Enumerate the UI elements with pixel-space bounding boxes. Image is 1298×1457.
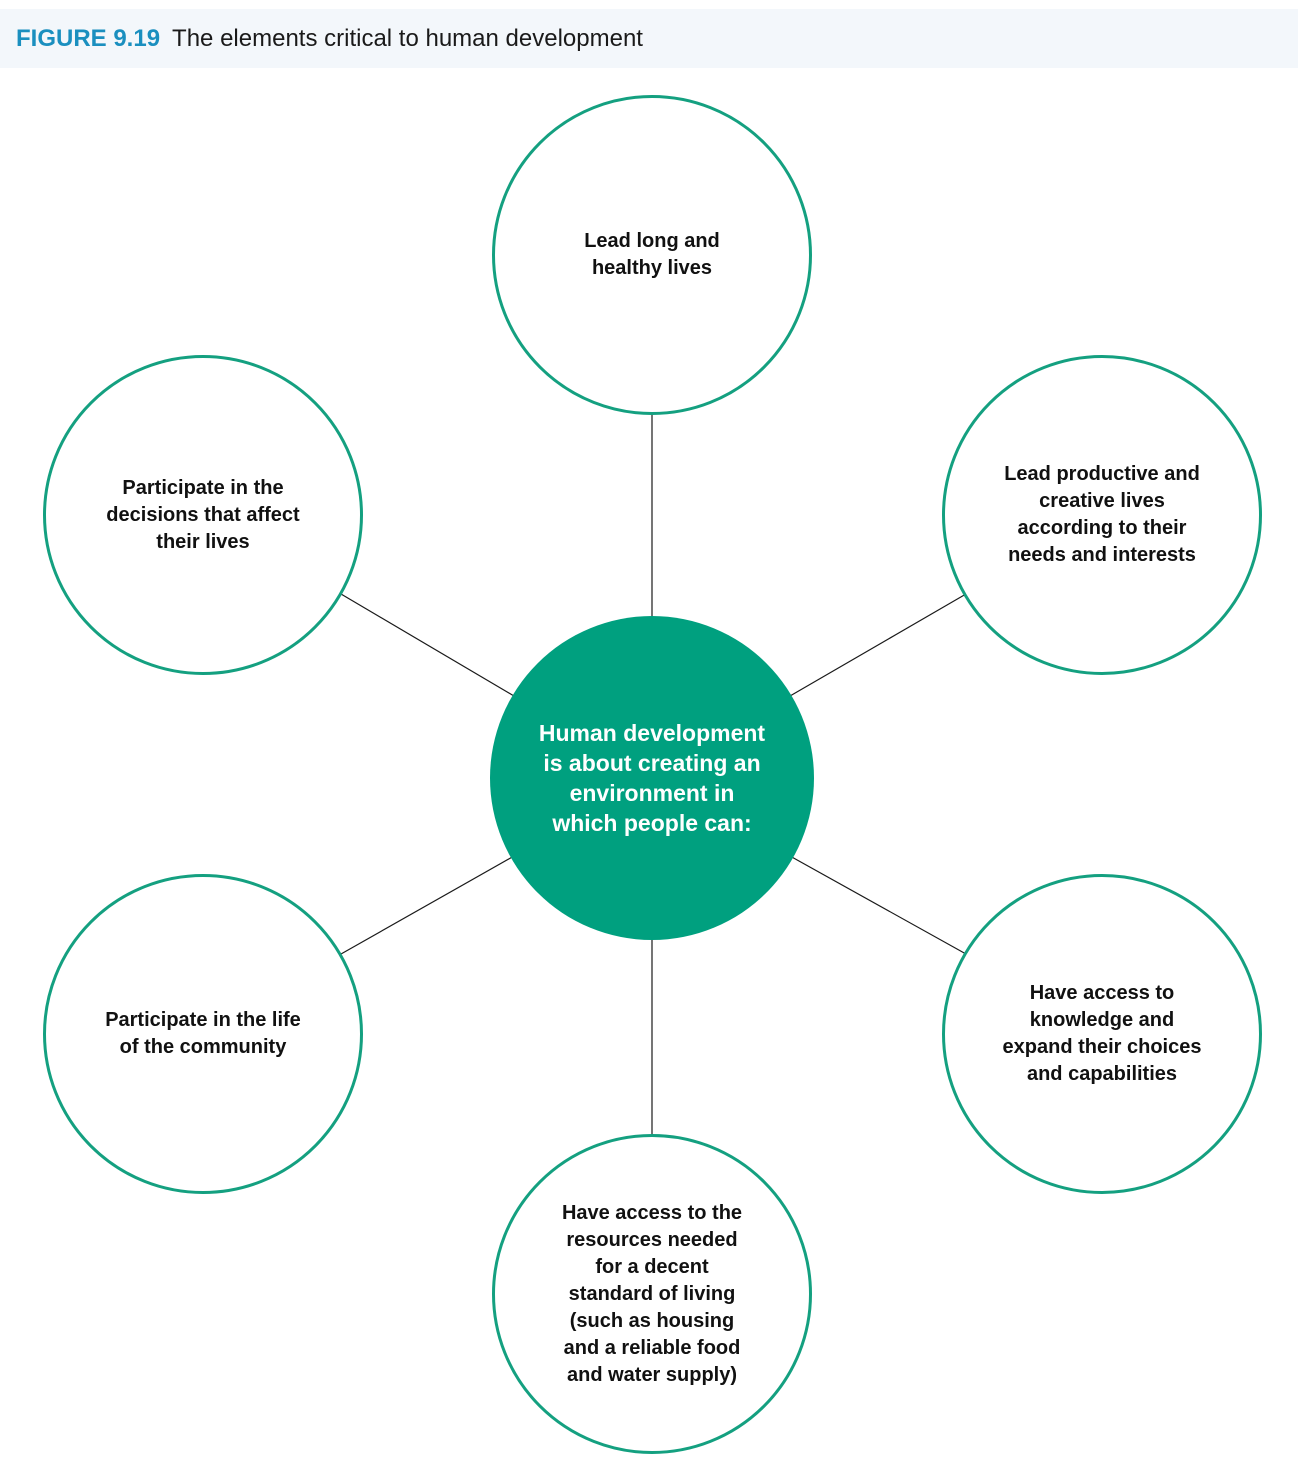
node-upper-right: Lead productive and creative lives accor…: [942, 355, 1262, 675]
node-top: Lead long and healthy lives: [492, 95, 812, 415]
node-upper-right-text: Lead productive and creative lives accor…: [1004, 463, 1200, 566]
node-lower-right-text: Have access to knowledge and expand thei…: [1002, 982, 1202, 1085]
node-upper-left: Participate in the decisions that affect…: [43, 355, 363, 675]
node-bottom: Have access to the resources needed for …: [492, 1134, 812, 1454]
figure-label: FIGURE 9.19: [16, 24, 161, 52]
node-lower-left-text: Participate in the life of the community: [105, 1009, 301, 1058]
center-node-text: Human development is about creating an e…: [538, 720, 766, 836]
node-lower-left: Participate in the life of the community: [43, 874, 363, 1194]
figure-caption: FIGURE 9.19 The elements critical to hum…: [0, 9, 1298, 68]
center-node: Human development is about creating an e…: [490, 616, 814, 940]
connector-lower-right: [789, 855, 967, 955]
node-bottom-text: Have access to the resources needed for …: [561, 1201, 743, 1386]
connector-lower-left: [340, 855, 515, 955]
figure-title: The elements critical to human developme…: [172, 24, 643, 52]
connector-upper-right: [789, 593, 967, 697]
node-lower-right: Have access to knowledge and expand thei…: [942, 874, 1262, 1194]
connector-upper-left: [340, 593, 515, 697]
node-top-text: Lead long and healthy lives: [584, 230, 720, 279]
node-upper-left-text: Participate in the decisions that affect…: [106, 476, 300, 553]
